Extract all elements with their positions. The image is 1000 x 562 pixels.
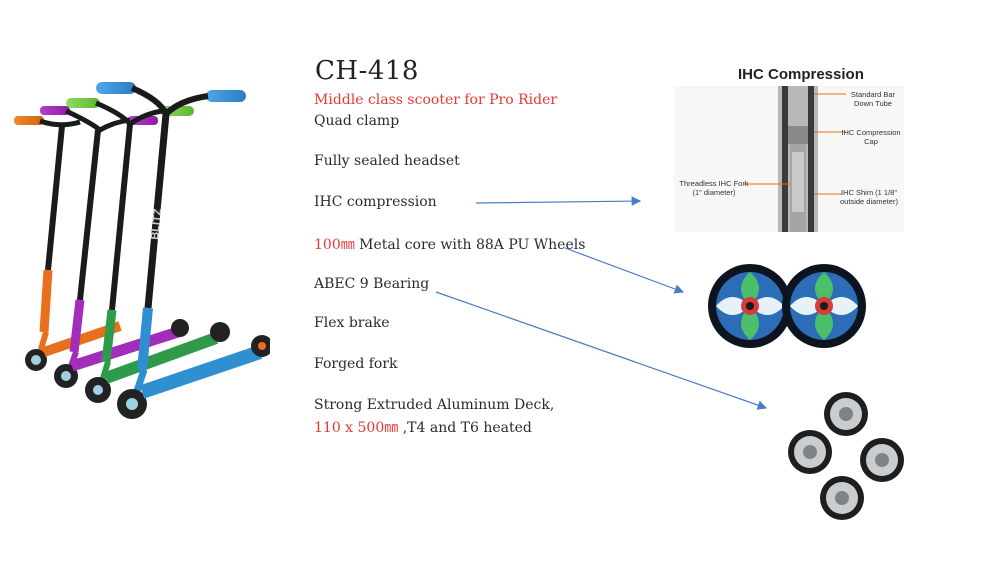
spec-deck-dimensions: 110 x 500㎜ (314, 420, 399, 436)
arrow-ihc (475, 196, 642, 206)
scooter-brand-logo: BLITZ (149, 208, 164, 241)
ihc-label-bar: Standard Bar Down Tube (850, 90, 896, 108)
spec-bearing: ABEC 9 Bearing (314, 276, 430, 292)
spec-headset: Fully sealed headset (314, 153, 460, 169)
bearing-left (788, 430, 832, 474)
scooter-green (66, 98, 230, 403)
spec-wheels-text: Metal core with 88A PU Wheels (354, 237, 586, 253)
model-number: CH-418 (315, 56, 419, 86)
wheels-image (708, 264, 866, 348)
spec-brake: Flex brake (314, 315, 390, 331)
spec-deck: Strong Extruded Aluminum Deck, (314, 397, 555, 413)
bearings-image (788, 392, 904, 520)
spec-deck-size: 110 x 500㎜ ,T4 and T6 heated (314, 417, 532, 437)
bearing-top (824, 392, 868, 436)
ihc-label-fork: Threadless IHC Fork (1" diameter) (679, 179, 749, 197)
spec-ihc: IHC compression (314, 194, 437, 210)
model-subtitle: Middle class scooter for Pro Rider (314, 92, 558, 108)
bearing-bottom (820, 476, 864, 520)
ihc-label-shim: IHC Shim (1 1/8" outside diameter) (840, 188, 898, 206)
spec-wheels: 100㎜ Metal core with 88A PU Wheels (314, 234, 585, 254)
spec-quad-clamp: Quad clamp (314, 113, 400, 129)
ihc-label-cap: IHC Compression Cap (841, 128, 901, 146)
spec-wheels-size: 100㎜ (314, 237, 355, 253)
scooter-blue: BLITZ (96, 82, 270, 419)
wheel-left (708, 264, 792, 348)
arrow-wheels (564, 247, 685, 294)
scooters-image: BLITZ (14, 82, 270, 419)
scooter-purple (40, 106, 189, 388)
scooter-orange (14, 116, 122, 371)
ihc-diagram-title: IHC Compression (738, 66, 864, 83)
bearing-right (860, 438, 904, 482)
wheel-right (782, 264, 866, 348)
ihc-diagram: Standard Bar Down Tube IHC Compression C… (674, 86, 904, 232)
spec-deck-treatment: ,T4 and T6 heated (398, 420, 532, 436)
spec-fork: Forged fork (314, 356, 398, 372)
